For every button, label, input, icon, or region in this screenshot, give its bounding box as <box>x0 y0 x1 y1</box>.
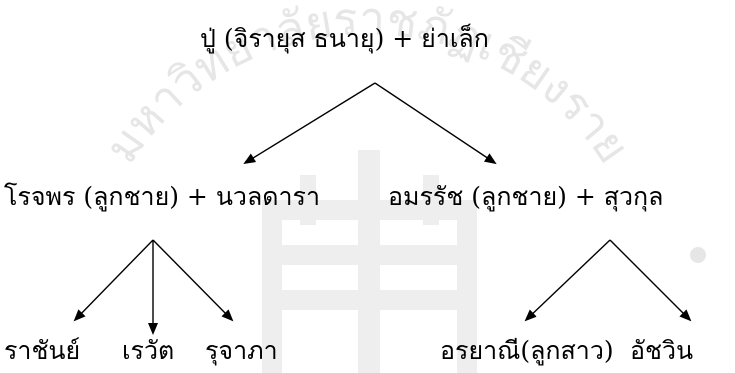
root-couple: ปู่ (จิรายุส ธนายุ) + ย่าเล็ก <box>200 24 489 53</box>
right-couple: อมรรัช (ลูกชาย) + สุวกุล <box>388 182 664 211</box>
child-right-1: อรยาณี(ลูกสาว) <box>440 336 614 365</box>
child-left-3: รุจาภา <box>205 336 278 365</box>
child-left-1: ราชันย์ <box>4 336 81 365</box>
arrow-left-to-child-1 <box>73 239 154 322</box>
arrow-left-to-child-3 <box>152 239 234 322</box>
child-right-2: อัชวิน <box>630 336 694 365</box>
arrow-root-to-right <box>374 82 497 165</box>
arrow-right-to-child-1 <box>524 239 611 322</box>
arrow-right-to-child-2 <box>609 239 692 322</box>
child-left-2: เรวัต <box>122 336 175 365</box>
left-couple: โรจพร (ลูกชาย) + นวลดารา <box>4 182 321 211</box>
arrow-root-to-left <box>243 82 376 165</box>
